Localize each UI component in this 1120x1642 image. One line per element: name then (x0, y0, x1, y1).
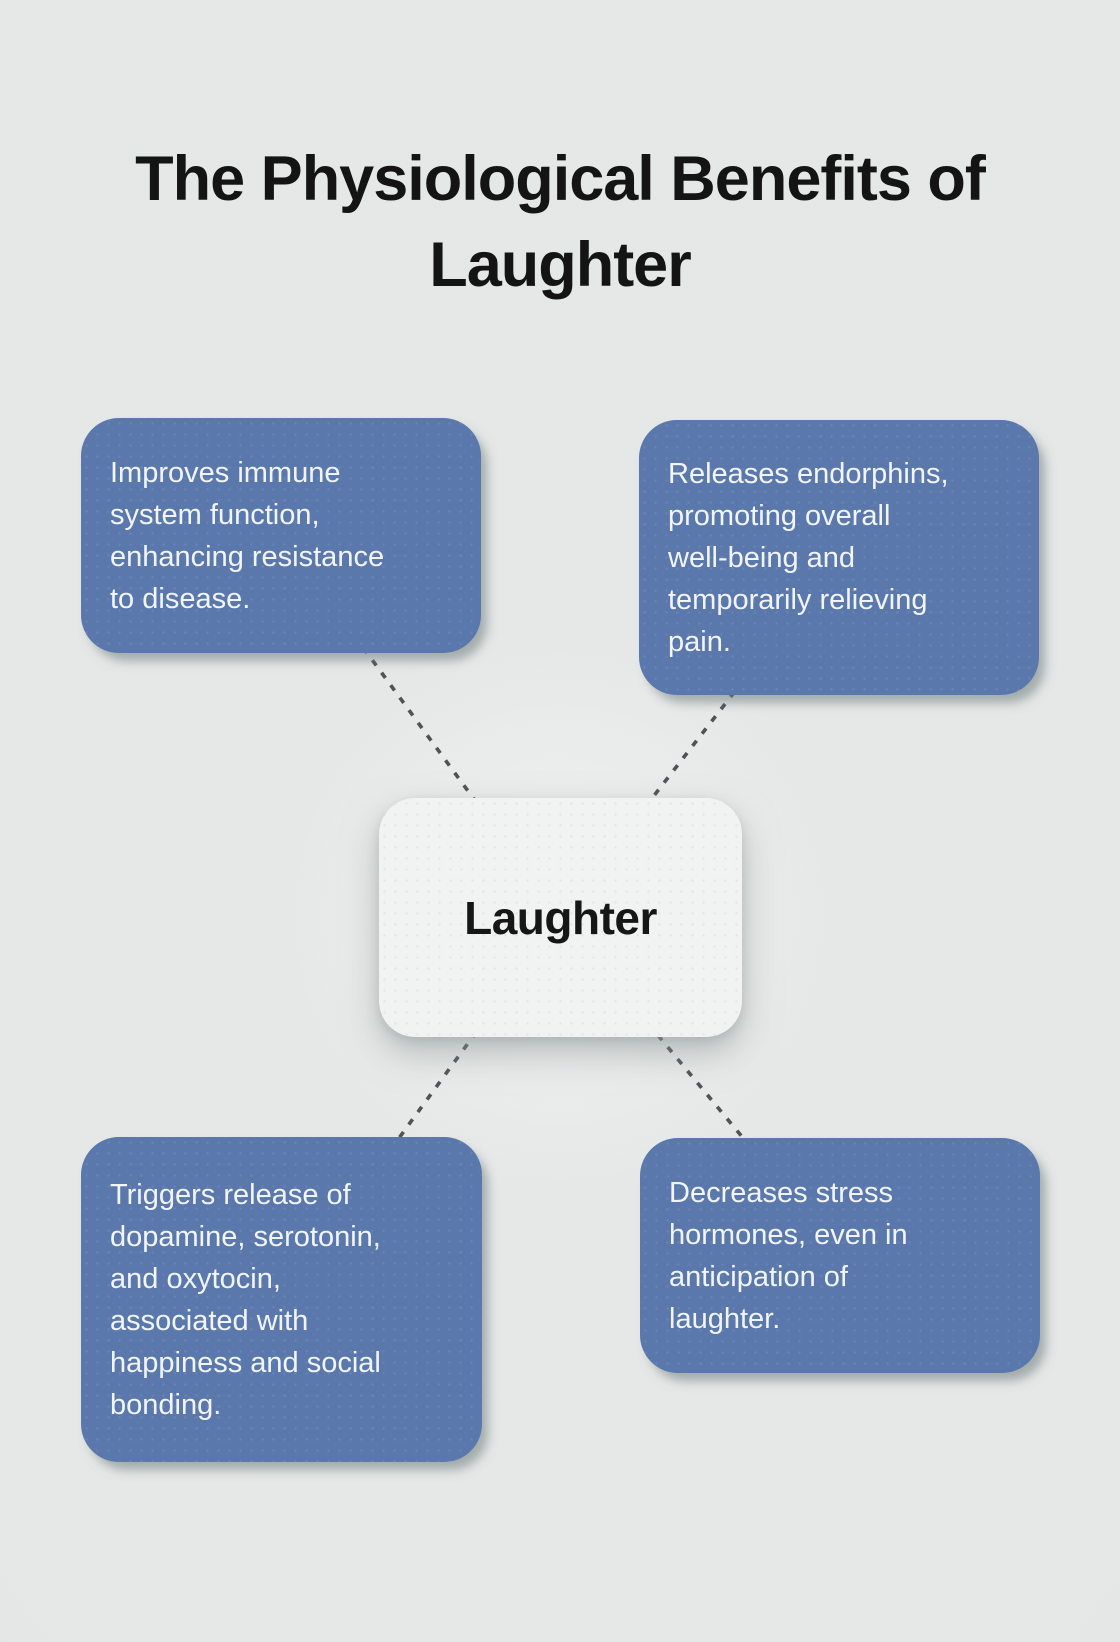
center-node: Laughter (379, 798, 742, 1037)
center-node-label: Laughter (464, 891, 657, 944)
benefit-text-bottom-left: Triggers release of dopamine, serotonin,… (110, 1178, 381, 1421)
connector-line-bottom-right (558, 915, 842, 1257)
benefit-text-bottom-right: Decreases stress hormones, even in antic… (669, 1176, 908, 1335)
benefit-node-top-right: Releases endorphins, promoting overall w… (639, 420, 1039, 695)
benefit-text-top-left: Improves immune system function, enhanci… (110, 456, 385, 615)
diagram-title: The Physiological Benefits of Laughter (135, 144, 986, 301)
benefit-node-bottom-left: Triggers release of dopamine, serotonin,… (81, 1137, 482, 1462)
benefit-node-top-left: Improves immune system function, enhanci… (81, 418, 481, 653)
benefit-text-top-right: Releases endorphins, promoting overall w… (668, 457, 949, 658)
benefit-node-bottom-right: Decreases stress hormones, even in antic… (640, 1138, 1040, 1373)
